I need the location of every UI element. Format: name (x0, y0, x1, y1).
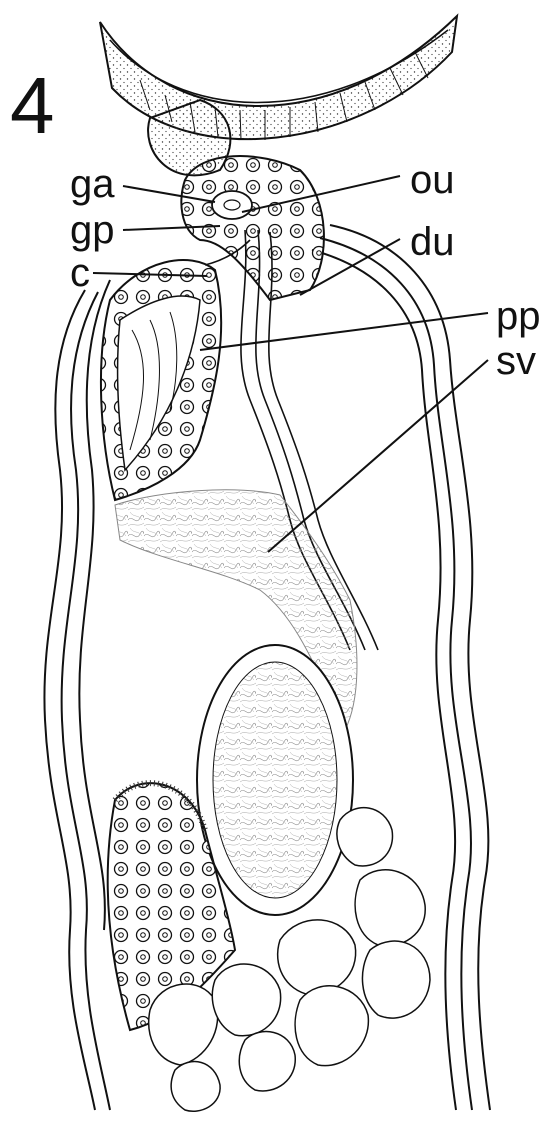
prostatic-region (101, 260, 221, 500)
label-du: du (410, 222, 455, 262)
label-c: c (70, 253, 90, 293)
label-ou: ou (410, 160, 455, 200)
label-gp: gp (70, 210, 115, 250)
body-wall-left (44, 280, 110, 1110)
anterior-organ (100, 16, 457, 175)
label-sv: sv (496, 341, 536, 381)
label-ga: ga (70, 164, 115, 204)
seminal-vesicle (197, 645, 353, 915)
panel-number: 4 (10, 66, 55, 146)
label-pp: pp (496, 296, 541, 336)
